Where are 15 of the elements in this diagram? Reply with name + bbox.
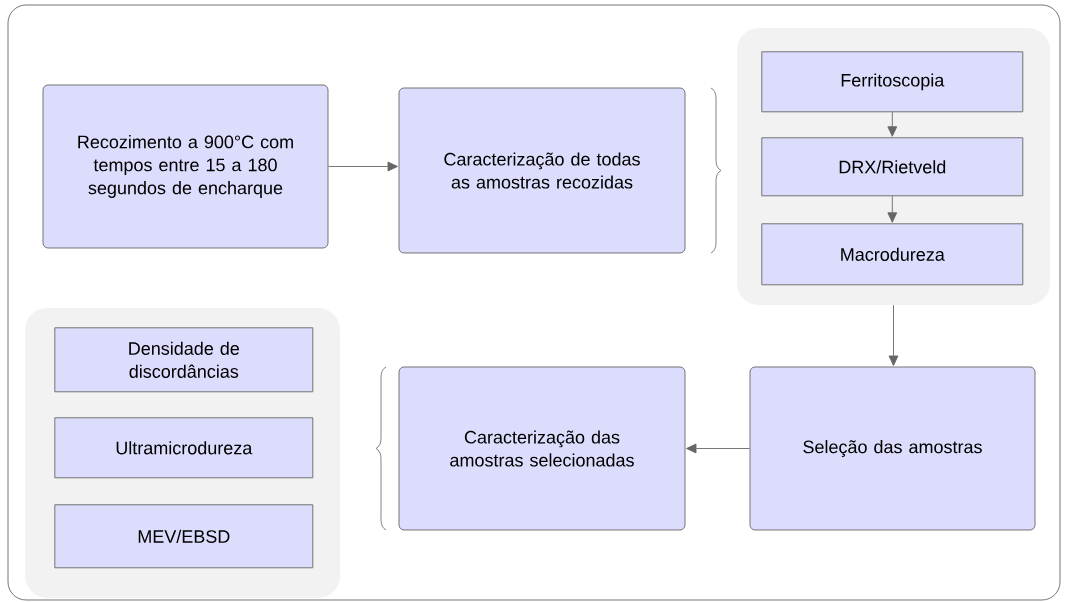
process-box: Caracterização das amostras selecionadas <box>398 366 686 531</box>
method-box: Macrodureza <box>761 223 1024 286</box>
process-box: Caracterização de todas as amostras recozidas <box>398 87 686 254</box>
method-box: Ultramicrodureza <box>54 417 314 479</box>
method-box: Ferritoscopia <box>761 51 1024 113</box>
process-box: Recozimento a 900°C com tempos entre 15 a 180 segundos de encharque <box>42 84 329 249</box>
arrow <box>328 161 398 172</box>
arrow <box>887 195 898 223</box>
arrow <box>686 443 750 454</box>
arrow <box>888 304 899 366</box>
method-box: MEV/EBSD <box>54 504 314 569</box>
process-box: Seleção das amostras <box>749 366 1036 531</box>
arrow <box>887 111 898 137</box>
method-box: Densidade de discordâncias <box>54 327 314 393</box>
method-box: DRX/Rietveld <box>761 137 1024 197</box>
